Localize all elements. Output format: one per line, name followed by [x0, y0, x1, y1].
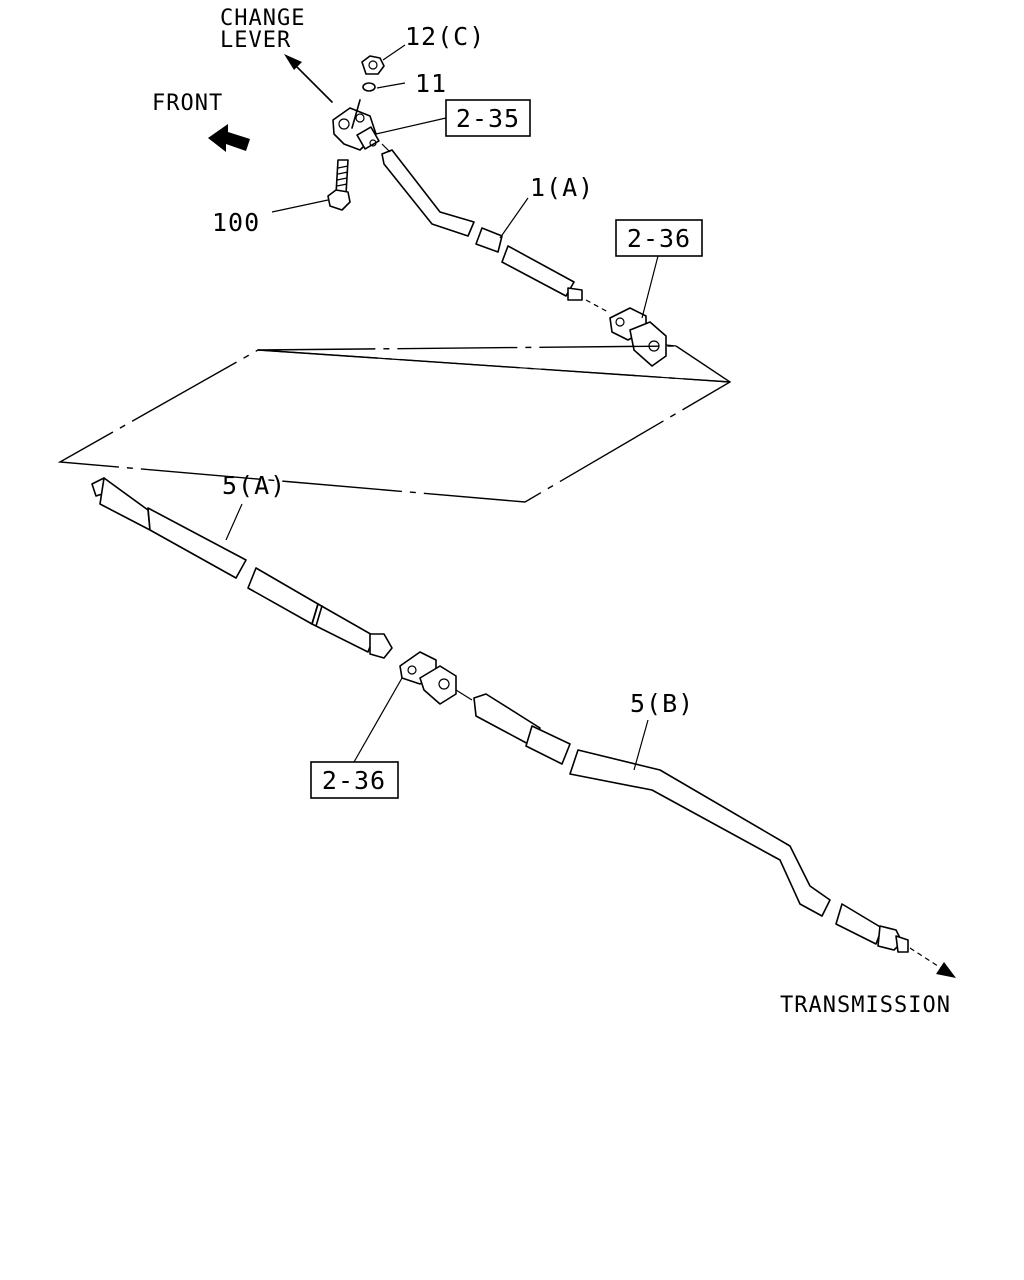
leader-1a — [499, 197, 529, 239]
ref-box-2-36-lower[interactable]: 2-36 — [310, 761, 399, 799]
universal-joint-upper — [609, 307, 677, 367]
leader-5b — [633, 719, 649, 771]
leader-2-36-upper — [641, 255, 659, 319]
leader-100 — [271, 199, 329, 213]
washer-11 — [362, 82, 376, 92]
shaft-5a — [91, 477, 393, 659]
shaft-1a — [381, 143, 583, 301]
leader-2-36-lower — [353, 677, 403, 763]
leader-11 — [376, 82, 406, 89]
ref-2-35-label: 2-35 — [456, 104, 520, 133]
transmission-label: TRANSMISSION — [780, 993, 951, 1018]
change-lever-label-line1: CHANGE — [220, 6, 305, 31]
leader-12c — [382, 44, 406, 61]
part-5a-label: 5(A) — [222, 471, 286, 500]
ref-2-36-lower-label: 2-36 — [322, 766, 386, 795]
front-label: FRONT — [152, 91, 223, 116]
part-1a-label: 1(A) — [530, 173, 594, 202]
part-11-label: 11 — [415, 69, 447, 98]
ref-2-36-upper-label: 2-36 — [627, 224, 691, 253]
bolt-100 — [327, 159, 351, 211]
front-direction-arrow — [208, 124, 250, 152]
part-5b-label: 5(B) — [630, 689, 694, 718]
nut-12c — [361, 55, 385, 75]
part-100-label: 100 — [212, 208, 260, 237]
shaft-5b — [473, 693, 909, 953]
leader-5a — [225, 503, 243, 541]
ref-box-2-35[interactable]: 2-35 — [445, 99, 531, 137]
ref-box-2-36-upper[interactable]: 2-36 — [615, 219, 703, 257]
centerline-upper — [585, 299, 609, 313]
lever-bracket — [332, 99, 380, 151]
part-12c-label: 12(C) — [405, 22, 485, 51]
change-lever-label-line2: LEVER — [220, 28, 291, 53]
universal-joint-lower — [399, 651, 473, 705]
change-lever-direction-arrow — [284, 54, 333, 103]
transmission-direction-arrow — [909, 947, 956, 978]
leader-2-35 — [375, 117, 447, 135]
location-frame — [57, 345, 732, 503]
